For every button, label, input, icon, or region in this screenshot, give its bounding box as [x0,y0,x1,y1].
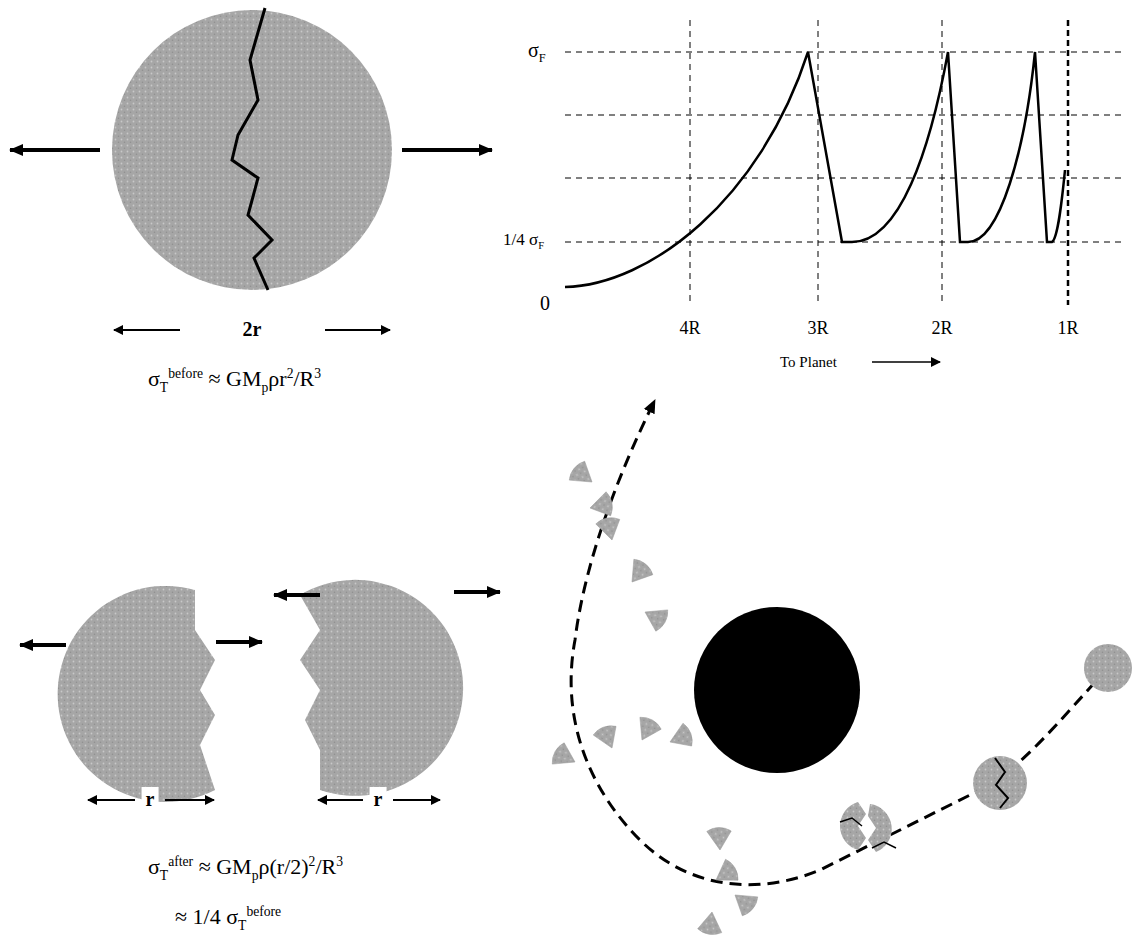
label-text: σ [148,366,160,391]
label-text: r [146,788,155,810]
axis-title: To Planet [780,353,837,371]
axis-label: 1/4 σF [503,230,544,253]
axis-tick: 1R [1053,318,1082,340]
axis-tick: 2R [931,318,952,340]
superscript: before [246,904,281,919]
axis-label: σF [528,38,546,66]
label-text: To Planet [780,354,837,370]
label-text: ρ(r/2) [259,854,309,879]
subscript: p [262,380,269,395]
subscript: T [160,868,168,883]
label-text: 0 [540,292,550,314]
label-text: σ [148,854,160,879]
subscript: T [238,918,246,933]
dimension-label: 2r [239,317,266,341]
split-halves [20,580,500,802]
label-text: 1R [1057,318,1078,338]
label-text: ≈ GM [203,366,262,391]
label-text: ρr [268,366,286,391]
label-text: σ [528,39,539,61]
superscript: 2 [309,854,316,869]
superscript: 3 [336,854,343,869]
label-text: 3R [807,318,828,338]
label-text: ≈ 1/4 σ [175,904,238,929]
superscript: after [168,854,193,869]
label-text: 2r [243,318,262,340]
label-text: 2R [931,318,952,338]
stress-chart [565,20,1125,362]
label-text: 4R [679,318,700,338]
superscript: 3 [314,366,321,381]
subscript: T [160,380,168,395]
superscript: before [168,366,203,381]
axis-label: 0 [540,291,550,315]
dimension-label: r [142,787,159,811]
label-text: ≈ GM [193,854,252,879]
label-text: r [374,788,383,810]
axis-tick: 4R [679,318,700,340]
stress-formula: σTafter ≈ GMpρ(r/2)2/R3 [148,854,343,884]
subscript: p [252,868,259,883]
superscript: 2 [287,366,294,381]
intact-body [10,8,492,330]
subscript: F [538,240,544,251]
stress-ratio: ≈ 1/4 σTbefore [175,904,281,934]
stress-formula: σTbefore ≈ GMpρr2/R3 [148,366,321,396]
label-text: 1/4 σ [503,230,538,249]
subscript: F [539,51,546,65]
label-text: /R [293,366,314,391]
label-text: /R [315,854,336,879]
axis-tick: 3R [807,318,828,340]
orbit-sketch [552,400,1132,937]
dimension-label: r [370,787,387,811]
